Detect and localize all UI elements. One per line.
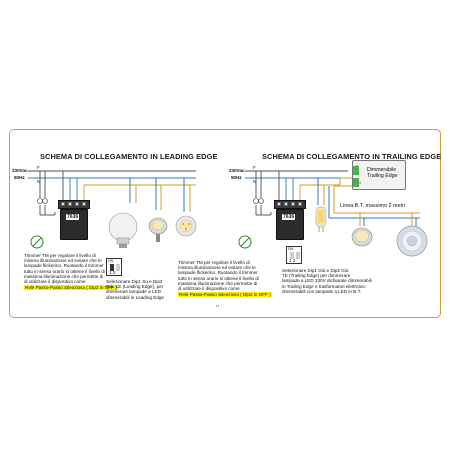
terminal	[284, 202, 288, 206]
left-phase-label: F	[37, 165, 40, 170]
right-supply-label: 230Vac	[229, 168, 245, 173]
note-line: massima illuminazione che permette di	[178, 280, 258, 286]
note-line: dimmerabili con lampade a LED in B.T.	[282, 288, 362, 294]
transformer-label-line: Trailing Edge	[367, 173, 398, 179]
dip-on-label: ON	[108, 259, 114, 263]
dip2-switch	[296, 252, 300, 259]
transformer-label: Dimmerabile Trailing Edge	[367, 167, 397, 179]
terminal	[291, 202, 295, 206]
right-device-feed	[278, 171, 301, 200]
bottom-mark: ‘’	[216, 305, 220, 312]
relay-highlight: Relè Passo-Passo Silenzioso ( Dip2 in OF…	[178, 292, 272, 297]
note-line: Giù. LE (Leading Edge), per	[106, 284, 164, 290]
right-relay-note: Relè Passo-Passo Silenzioso ( Dip2 in OF…	[178, 292, 272, 297]
trimmer-icon	[238, 235, 252, 249]
led-panel-icon	[175, 215, 197, 237]
right-dimmer-device: 7636	[274, 200, 306, 240]
left-device-feed	[62, 171, 85, 200]
right-phase-label: F	[253, 165, 256, 170]
left-device-terminals	[58, 200, 90, 209]
led-spot-icon	[148, 217, 168, 242]
leading-edge-title: SCHEMA DI COLLEGAMENTO IN LEADING EDGE	[40, 152, 218, 161]
note-line: massima illuminazione che permette di	[24, 273, 104, 279]
dip-switch-icon: ON 1 2	[286, 246, 302, 264]
left-button-drops	[39, 171, 56, 216]
left-trimmer-note: Trimmer TM per regolare il livello di mi…	[24, 253, 124, 284]
left-device-label: 7636	[66, 214, 80, 220]
transformer-label-line: Dimmerabile	[367, 167, 397, 173]
note-line: in Trailing Edge e trasformatori elettro…	[282, 283, 366, 289]
right-device-label: 7636	[282, 214, 296, 220]
transformer-output-terminal	[353, 178, 359, 187]
note-line: minima illuminazione ed evitare che le	[178, 265, 256, 271]
right-supply-wires	[245, 170, 352, 179]
dip-numbers: 1 2	[109, 270, 116, 275]
note-line: dimmerare lampade a LED	[106, 289, 161, 295]
left-supply-wires	[28, 170, 196, 179]
note-line: minima illuminazione ed evitare che le	[24, 258, 102, 264]
led-bulb-icon	[108, 212, 138, 248]
transformer-input-terminal	[353, 166, 359, 175]
terminal	[75, 202, 79, 206]
note-line: lampade a LED 230V dichiarate dimmerabil…	[282, 278, 372, 284]
dip-numbers: 1 2	[289, 258, 296, 263]
trimmer-icon	[30, 235, 44, 249]
left-load-wire	[84, 178, 196, 212]
note-line: di utilizzare il dispositivo come	[24, 279, 86, 285]
note-line: Trimmer TM per regolare il livello di	[24, 253, 96, 258]
terminal	[82, 202, 86, 206]
note-line: tutto in senso orario si ottiene il live…	[178, 275, 259, 281]
led-ar111-icon	[396, 225, 428, 257]
right-neutral-label: N	[253, 179, 257, 184]
terminal	[61, 202, 65, 206]
right-trimmer-note: Trimmer TM per regolare il livello di mi…	[178, 260, 278, 291]
note-line: lampade flickerino. Ruotando il trimmer	[178, 270, 258, 276]
terminal	[68, 202, 72, 206]
trailing-edge-title: SCHEMA DI COLLEGAMENTO IN TRAILING EDGE	[262, 152, 442, 161]
push-button-icon	[37, 198, 48, 204]
push-button-icon	[253, 198, 264, 204]
dip2-switch	[116, 264, 120, 271]
terminal	[277, 202, 281, 206]
left-supply-label: 230Vac	[12, 168, 28, 173]
left-relay-note: Relè Passo-Passo Silenzioso ( Dip2 in OF…	[24, 285, 118, 290]
right-device-terminals	[274, 200, 306, 209]
left-dimmer-device: 7636	[58, 200, 90, 240]
note-line: Trimmer TM per regolare il livello di	[178, 260, 250, 265]
right-button-drops	[255, 171, 272, 216]
left-dip-note: Selezionare Dip1 Su e Dip2 Giù. LE (Lead…	[106, 279, 186, 300]
dip1-switch	[110, 264, 114, 271]
note-line: TE (Trailing Edge) per dimmerare	[282, 273, 351, 279]
dip-switch-icon: ON 1 2	[106, 258, 122, 276]
led-spot-icon	[351, 227, 373, 247]
led-capsule-icon	[315, 206, 327, 232]
note-line: Selezionare Dip1 Su e Dip2	[106, 279, 163, 284]
right-freq-label: 50Hz	[231, 175, 242, 180]
left-neutral-label: N	[37, 179, 41, 184]
note-line: lampade flickerino. Ruotando il trimmer	[24, 263, 104, 269]
note-line: di utilizzare il dispositivo come	[178, 286, 240, 292]
relay-highlight: Relè Passo-Passo Silenzioso ( Dip2 in OF…	[24, 285, 118, 290]
transformer-icon: IN OUT Dimmerabile Trailing Edge	[352, 160, 406, 190]
right-dip-note: Selezionare Dip1 Giù e Dip2 Giù TE (Trai…	[282, 268, 402, 294]
terminal	[298, 202, 302, 206]
bt-line-label: Linea B.T. massimo 2 metri	[340, 203, 406, 209]
note-line: dimmerabili in Leading Edge	[106, 294, 164, 300]
right-bt-wire	[328, 185, 420, 226]
dip-on-label: ON	[288, 247, 294, 251]
dip1-switch	[290, 252, 294, 259]
right-transformer-feed	[300, 177, 352, 205]
note-line: Selezionare Dip1 Giù e Dip2 Giù	[282, 268, 349, 273]
left-freq-label: 50Hz	[14, 175, 25, 180]
note-line: tutto in senso orario si ottiene il live…	[24, 268, 105, 274]
